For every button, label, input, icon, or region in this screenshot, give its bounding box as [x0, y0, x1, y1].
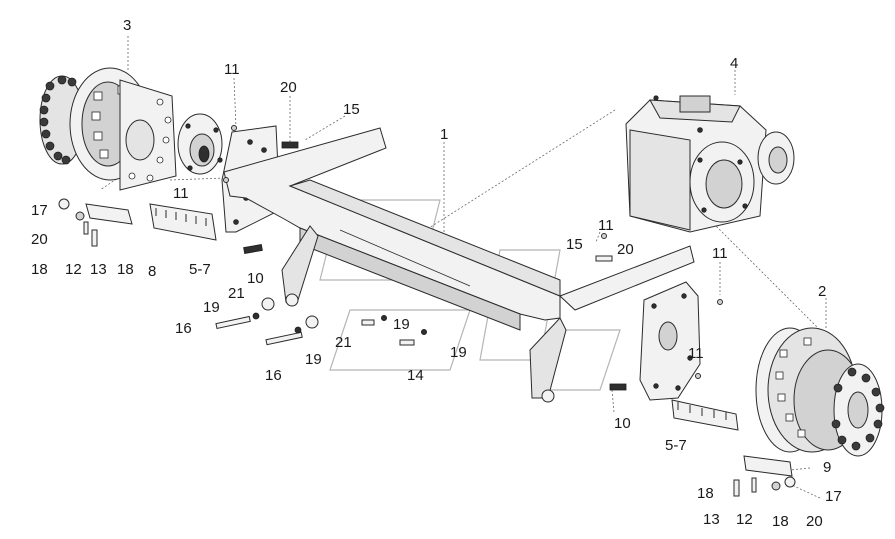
callout-3: 3 [123, 17, 132, 34]
spring-pads [149, 203, 739, 431]
callout-5-7: 5-7 [189, 261, 211, 278]
callout-18: 18 [697, 485, 714, 502]
callout-20: 20 [31, 231, 48, 248]
callout-10: 10 [614, 415, 631, 432]
callout-15: 15 [566, 236, 583, 253]
callout-11: 11 [712, 245, 728, 262]
callout-2: 2 [818, 283, 827, 300]
callout-11: 11 [224, 61, 240, 78]
callout-13: 13 [703, 511, 720, 528]
left-flange [177, 113, 223, 175]
callout-20: 20 [806, 513, 823, 530]
callout-20: 20 [617, 241, 634, 258]
callout-19: 19 [450, 344, 467, 361]
callout-5-7: 5-7 [665, 437, 687, 454]
callout-17: 17 [825, 488, 842, 505]
callout-21: 21 [228, 285, 245, 302]
callout-12: 12 [65, 261, 82, 278]
callout-11: 11 [688, 345, 704, 362]
callout-19: 19 [203, 299, 220, 316]
callout-21: 21 [335, 334, 352, 351]
callout-19: 19 [393, 316, 410, 333]
callout-11: 11 [598, 217, 614, 234]
axle-beam [223, 127, 695, 403]
left-wheel-hub [39, 67, 177, 191]
callout-9: 9 [823, 459, 832, 476]
callout-1: 1 [440, 126, 449, 143]
callout-19: 19 [305, 351, 322, 368]
brackets [85, 203, 793, 477]
callout-16: 16 [175, 320, 192, 337]
callout-18: 18 [772, 513, 789, 530]
callout-13: 13 [90, 261, 107, 278]
callout-14: 14 [407, 367, 424, 384]
callout-10: 10 [247, 270, 264, 287]
fasteners [58, 125, 796, 497]
callout-15: 15 [343, 101, 360, 118]
differential-housing [625, 95, 795, 233]
callout-18: 18 [117, 261, 134, 278]
callout-12: 12 [736, 511, 753, 528]
callout-20: 20 [280, 79, 297, 96]
callout-4: 4 [730, 55, 739, 72]
callout-8: 8 [148, 263, 157, 280]
callout-17: 17 [31, 202, 48, 219]
right-wheel-hub [755, 327, 885, 457]
callout-16: 16 [265, 367, 282, 384]
callout-11: 11 [173, 185, 189, 202]
right-spring-plate [639, 281, 701, 401]
callout-18: 18 [31, 261, 48, 278]
